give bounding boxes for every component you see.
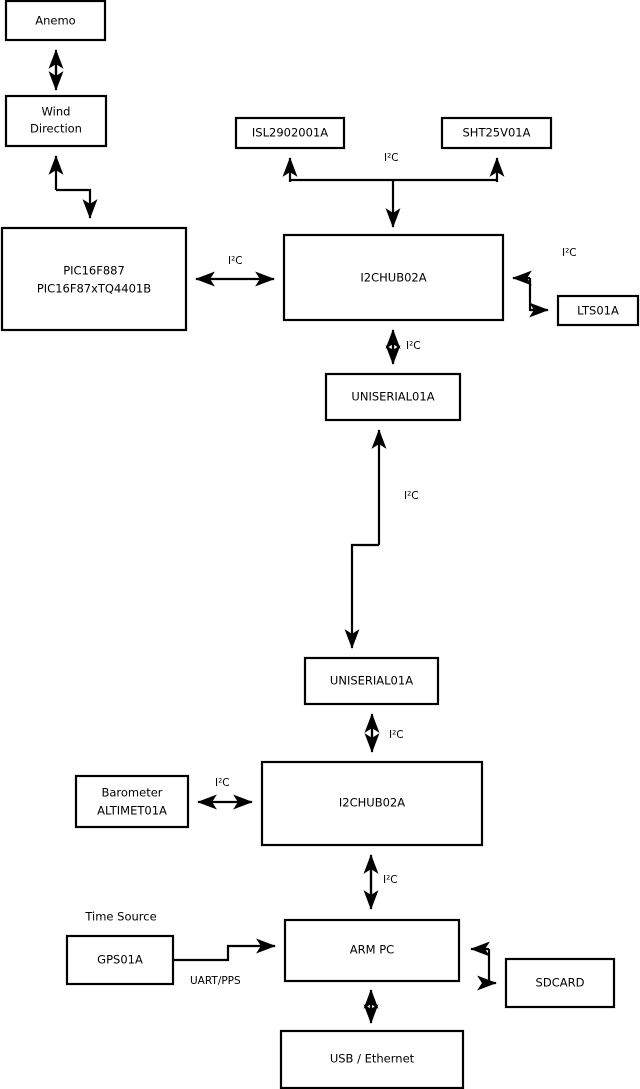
arrowhead-right-lts [528,278,549,318]
node-pic-box[interactable] [0,226,188,332]
node-arm-pc[interactable]: ARM PC [283,918,461,983]
arrowhead-down-lower [344,543,379,649]
node-wind-direction-label-line2: Direction [30,122,82,136]
node-pic[interactable]: PIC16F887 PIC16F87xTQ4401B [0,226,188,332]
edge-label-gps-armpc: UART/PPS [190,975,241,987]
node-sht25v01a-label: SHT25V01A [463,126,531,140]
node-i2chub02a-top[interactable]: I2CHUB02A [282,233,505,322]
node-gps01a[interactable]: GPS01A [65,934,175,986]
node-uniserial01a-upper-box[interactable] [324,372,462,422]
node-lts01a[interactable]: LTS01A [556,294,640,327]
arrowhead-right-armpc [173,938,276,962]
node-uniserial01a-lower-box[interactable] [303,656,440,706]
node-wind-direction-box[interactable] [4,94,108,148]
edge-label-hub-armpc: I²C [383,874,398,886]
node-uniserial01a-lower-label: UNISERIAL01A [330,674,413,688]
node-uniserial01a-lower[interactable]: UNISERIAL01A [303,656,440,706]
edge-label-barometer-hub: I²C [215,777,230,789]
edge-label-hub-lts: I²C [562,247,577,259]
node-i2chub02a-bottom-label: I2CHUB02A [339,796,405,810]
node-usb-ethernet-box[interactable] [279,1029,465,1089]
node-barometer-label-line2: ALTIMET01A [97,804,167,818]
node-arm-pc-label: ARM PC [350,943,394,957]
node-i2chub02a-bottom-box[interactable] [260,760,484,847]
node-sdcard-label: SDCARD [536,976,585,990]
node-i2chub02a-bottom[interactable]: I2CHUB02A [260,760,484,847]
edge-uniserial-hub-bottom: I²C [364,713,404,753]
node-barometer-label-line1: Barometer [101,786,162,800]
edge-uniserial-link: I²C [344,429,419,649]
edge-wind-pic [48,155,98,219]
node-usb-ethernet-label: USB / Ethernet [330,1052,415,1066]
edge-barometer-hub: I²C [197,777,253,810]
node-pic-label-line1: PIC16F887 [63,264,125,278]
edge-label-uniserial-link: I²C [404,490,419,502]
edge-label-hub-uniserial-up: I²C [406,340,421,352]
node-wind-direction[interactable]: Wind Direction [4,94,108,148]
edge-armpc-sdcard [470,941,497,991]
node-isl2902001a-box[interactable] [234,116,346,150]
node-gps01a-label: GPS01A [97,953,143,967]
node-sdcard-box[interactable] [504,957,616,1009]
node-i2chub02a-top-box[interactable] [282,233,505,322]
node-sht25v01a-box[interactable] [440,116,553,150]
edge-hub-sensors: I²C [282,152,505,228]
node-i2chub02a-top-label: I2CHUB02A [360,271,426,285]
node-isl2902001a[interactable]: ISL2902001A [234,116,346,150]
time-source-label: Time Source [84,910,156,924]
node-uniserial01a-upper-label: UNISERIAL01A [351,390,434,404]
node-uniserial01a-upper[interactable]: UNISERIAL01A [324,372,462,422]
node-anemo[interactable]: Anemo [4,0,107,42]
edge-pic-hub: I²C [195,255,275,287]
edge-label-hub-sensors: I²C [384,152,399,164]
arrowhead-right-sdcard [477,949,497,991]
edge-hub-uniserial-up: I²C [385,329,421,365]
node-isl2902001a-label: ISL2902001A [252,126,328,140]
edge-label-uniserial-hub-bottom: I²C [389,729,404,741]
node-usb-ethernet[interactable]: USB / Ethernet [279,1029,465,1089]
edge-hub-lts: I²C [512,247,577,318]
node-anemo-box[interactable] [4,0,107,42]
edge-hub-armpc: I²C [363,854,398,910]
node-wind-direction-label-line1: Wind [42,105,71,119]
node-arm-pc-box[interactable] [283,918,461,983]
node-lts01a-box[interactable] [556,294,640,327]
edge-label-pic-hub: I²C [228,255,243,267]
node-sht25v01a[interactable]: SHT25V01A [440,116,553,150]
arrowhead-down [56,188,98,219]
node-pic-label-line2: PIC16F87xTQ4401B [37,282,151,296]
node-barometer-box[interactable] [74,774,190,829]
node-sdcard[interactable]: SDCARD [504,957,616,1009]
node-barometer[interactable]: Barometer ALTIMET01A [74,774,190,829]
node-anemo-label: Anemo [35,14,75,28]
node-gps01a-box[interactable] [65,934,175,986]
edge-gps-armpc: UART/PPS [173,938,276,987]
node-lts01a-label: LTS01A [577,304,619,318]
